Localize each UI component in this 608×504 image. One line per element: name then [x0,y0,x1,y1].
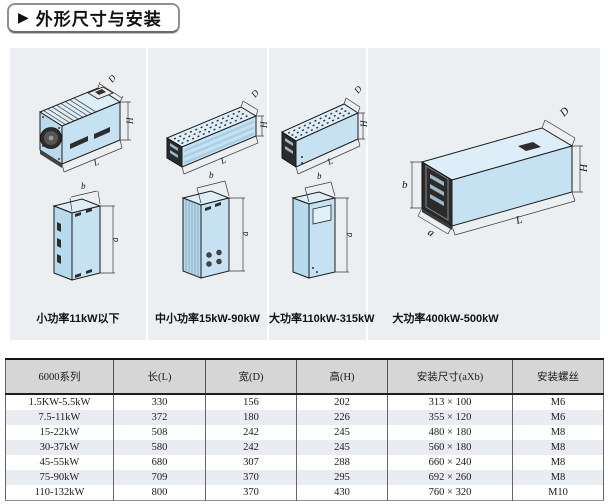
front-drawing-large-power: b a [291,171,354,279]
dimension-table-head: 6000系列长(L)宽(D)高(H)安装尺寸(aXb)安装螺丝 [5,359,604,395]
iso-drawing-xlarge-power: D H L b a [402,105,590,240]
dimension-table: 6000系列长(L)宽(D)高(H)安装尺寸(aXb)安装螺丝 1.5KW-5.… [5,358,604,501]
table-cell: 307 [205,455,297,470]
dim-label-D: D [557,105,572,120]
iso-drawing-large-power: D H L [280,83,368,175]
table-cell: 1.5KW-5.5kW [28,397,91,408]
table-cell: 180 [205,410,297,425]
diagram-column-midsmall-power: D H L b a 中小功率15kW-90kW [148,48,269,340]
front-drawing-small-power: b a [52,181,120,281]
table-cell: M10 [512,485,604,501]
section-title-badge: ▶ 外形尺寸与安装 [7,3,180,33]
dim-label-D: D [105,72,118,85]
table-cell: 709 [113,470,206,485]
caption-midsmall-power: 中小功率15kW-90kW [155,313,260,325]
table-header-cell: 安装尺寸(aXb) [387,359,513,395]
table-cell: 242 [205,440,297,455]
table-cell: 45-55kW [39,457,80,468]
table-cell: M8 [512,440,604,455]
table-cell: 242 [205,425,297,440]
dim-label-a: a [425,226,436,239]
table-cell: 75-90kW [39,472,80,483]
dim-label-L: L [91,157,100,169]
caption-xlarge-power: 大功率400kW-500kW [392,313,499,325]
table-cell: 15-22kW [39,427,80,438]
caption-small-power: 小功率11kW以下 [36,313,120,325]
page-title: 外形尺寸与安装 [35,10,162,29]
dim-label-H: H [359,120,368,128]
table-cell: M6 [512,394,604,410]
table-cell: 680 [113,455,206,470]
dim-label-a: a [110,237,120,242]
dim-label-b: b [209,170,214,180]
table-cell: 760 × 320 [387,485,513,501]
front-drawing-midsmall-power: b a [181,170,250,279]
table-cell: 660 × 240 [387,455,513,470]
dim-label-L: L [218,155,227,167]
dim-label-b: b [402,179,408,191]
table-header-cell: 6000系列 [5,359,114,395]
table-cell: 370 [205,470,297,485]
table-cell: 330 [113,394,206,410]
dim-label-H: H [259,121,269,129]
table-cell: 30-37kW [39,442,80,453]
table-header-cell: 宽(D) [205,359,297,395]
table-header-cell: 安装螺丝 [512,359,604,395]
dim-label-H: H [125,117,135,125]
table-header-row: 6000系列长(L)宽(D)高(H)安装尺寸(aXb)安装螺丝 [5,359,604,395]
table-cell: 692 × 260 [387,470,513,485]
diagram-column-xlarge-power: D H L b a 大功率400kW-500kW [368,48,600,340]
dim-label-H: H [578,163,590,173]
table-cell: 508 [113,425,206,440]
table-cell: 372 [113,410,206,425]
diagram-panel: D H L b a 小功率11kW以下 [10,48,600,340]
table-header-cell: 高(H) [296,359,388,395]
dim-label-b: b [81,181,86,191]
iso-drawing-midsmall-power: D H L [165,87,269,175]
table-header-cell: 长(L) [113,359,206,395]
table-cell: 110-132kW [34,487,85,498]
table-cell: M8 [512,470,604,485]
table-cell: 430 [296,485,388,501]
dim-label-L: L [514,214,524,227]
table-cell: 202 [296,394,388,410]
dim-label-L: L [325,156,335,168]
table-cell: 226 [296,410,388,425]
table-cell: 480 × 180 [387,425,513,440]
table-cell: 355 × 120 [387,410,513,425]
dim-label-a: a [240,231,250,236]
table-cell: 156 [205,394,297,410]
caption-large-power: 大功率110kW-315kW [269,313,375,325]
table-cell: 370 [205,485,297,501]
table-cell: 7.5-11kW [38,412,81,423]
diagram-column-small-power: D H L b a 小功率11kW以下 [10,48,148,340]
dim-label-D: D [248,87,261,100]
diagram-column-large-power: D H L b a 大功率110kW-315kW [269,48,375,340]
table-cell: 245 [296,425,388,440]
table-cell: 800 [113,485,206,501]
dim-label-a: a [344,232,354,237]
table-cell: 288 [296,455,388,470]
table-cell: 560 × 180 [387,440,513,455]
table-cell: M6 [512,410,604,425]
table-cell: 245 [296,440,388,455]
table-cell: 313 × 100 [387,394,513,410]
table-cell: 580 [113,440,206,455]
section-arrow-icon: ▶ [18,8,29,25]
table-cell: 295 [296,470,388,485]
iso-drawing-small-power: D H L [38,72,135,173]
dim-label-D: D [351,83,364,96]
table-cell: M8 [512,455,604,470]
dim-label-b: b [317,171,322,181]
table-cell: M8 [512,425,604,440]
